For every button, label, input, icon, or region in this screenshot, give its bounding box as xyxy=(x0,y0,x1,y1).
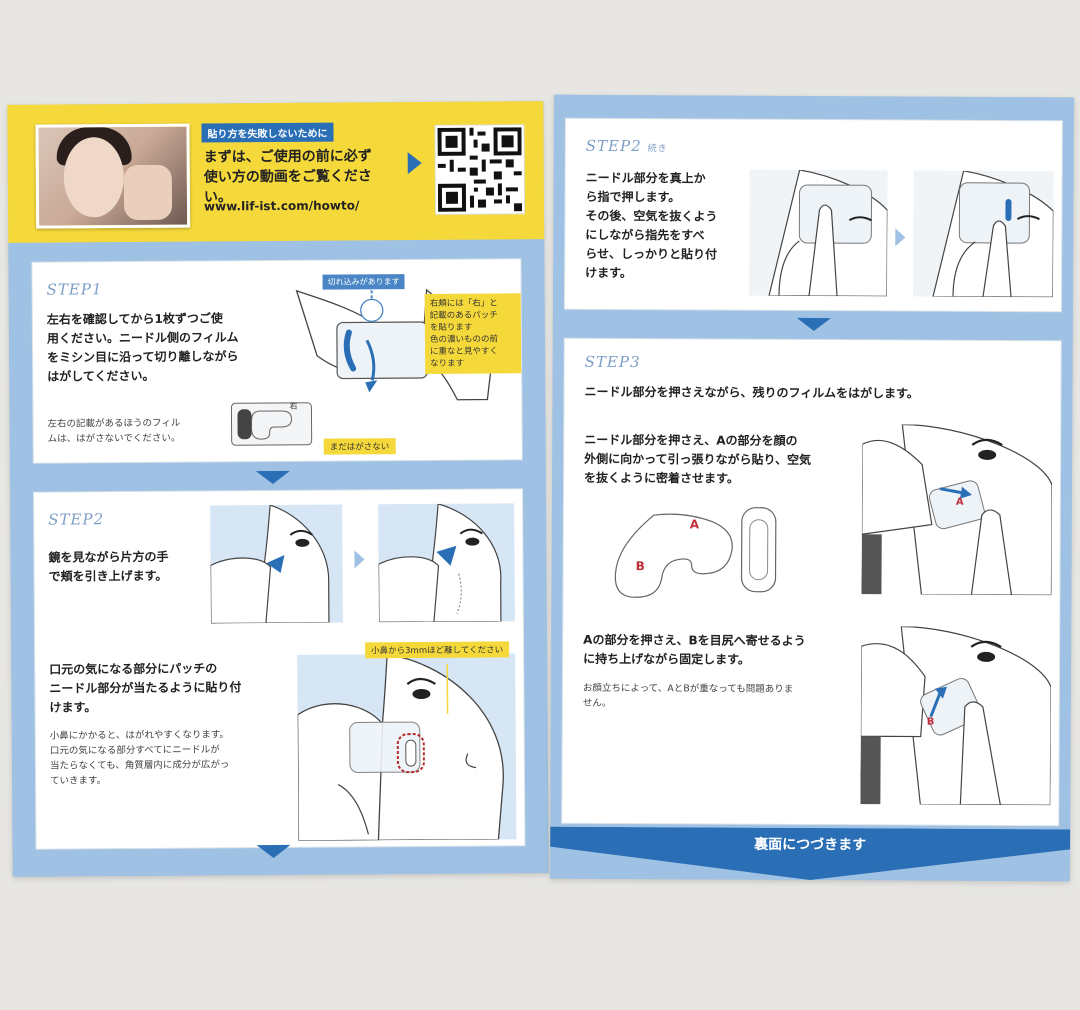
nose-distance-tag: 小鼻から3mmほど離してください xyxy=(365,641,510,659)
step3-pull-illustration: A xyxy=(861,424,1053,596)
banner-tag: 貼り方を失敗しないために xyxy=(201,122,334,143)
step2-press-illustration-1 xyxy=(749,169,888,297)
down-arrow-icon xyxy=(796,317,831,332)
step2-continued-body: ニードル部分を真上か ら指で押します。 その後、空気を抜くよう にしながら指先を… xyxy=(585,170,718,281)
step2-body: 鏡を見ながら片方の手 で頬を引き上げます。 xyxy=(48,549,169,584)
film-right-label: 右 xyxy=(289,401,298,411)
svg-text:A: A xyxy=(956,497,964,508)
step3-card: STEP3 ニードル部分を押さえながら、残りのフィルムをはがします。 ニードル部… xyxy=(562,338,1061,826)
step1-body: 左右を確認してから1枚ずつご使 用ください。ニードル側のフィルム をミシン目に沿… xyxy=(46,311,239,384)
step3-title: STEP3 xyxy=(584,352,641,372)
step3-para1: ニードル部分を押さえ、Aの部分を顔の 外側に向かって引っ張りながら貼り、空気 を… xyxy=(584,432,812,486)
step2-press-illustration-2 xyxy=(913,170,1054,298)
banner-photo xyxy=(35,123,191,229)
step3-para2: Aの部分を押さえ、Bを目尻へ寄せるよう に持ち上げながら固定します。 xyxy=(583,632,806,667)
cut-notch-tag: 切れ込みがあります xyxy=(322,274,405,290)
step2-patch-illustration xyxy=(297,653,517,841)
next-arrow-icon xyxy=(354,550,365,569)
step2-face-illustration-1 xyxy=(210,504,343,624)
step2-title: STEP2 xyxy=(48,510,105,529)
down-arrow-icon xyxy=(255,470,290,485)
arrow-right-icon xyxy=(407,151,422,175)
step2-card: STEP2 鏡を見ながら片方の手 で頬を引き上げます。 xyxy=(34,489,525,849)
step3-lift-illustration: B xyxy=(860,626,1052,806)
step1-note: 左右の記載があるほうのフィル ムは、はがさないでください。 xyxy=(47,417,181,445)
do-not-peel-tag: まだはがさない xyxy=(323,438,396,455)
step1-card: STEP1 左右を確認してから1枚ずつご使 用ください。ニードル側のフィルム を… xyxy=(32,259,522,463)
svg-text:B: B xyxy=(927,717,935,728)
video-banner: 貼り方を失敗しないために まずは、ご使用の前に必ず 使い方の動画をご覧ください。… xyxy=(7,101,545,243)
step2-note2: 小鼻にかかると、はがれやすくなります。 口元の気になる部分すべてにニードルが 当… xyxy=(49,729,230,787)
label-b: B xyxy=(635,559,645,574)
right-cheek-callout: 右頬には「右」と 記載のあるパッチ を貼ります 色の濃いものの前 に重なと見やす… xyxy=(424,293,522,374)
left-page: 貼り方を失敗しないために まずは、ご使用の前に必ず 使い方の動画をご覧ください。… xyxy=(7,101,549,877)
footer-band xyxy=(550,826,1071,882)
step3-intro: ニードル部分を押さえながら、残りのフィルムをはがします。 xyxy=(584,384,919,401)
continued-on-back-text: 裏面につづきます xyxy=(754,836,867,854)
banner-url[interactable]: www.lif-ist.com/howto/ xyxy=(203,198,360,214)
ab-patch-diagram: A B xyxy=(613,501,784,602)
step1-title: STEP1 xyxy=(46,280,103,299)
next-arrow-icon xyxy=(895,228,906,247)
step2-face-illustration-2 xyxy=(378,503,515,623)
label-a: A xyxy=(689,517,700,532)
step2-body2: 口元の気になる部分にパッチの ニードル部分が当たるように貼り付 けます。 xyxy=(49,661,242,715)
qr-code-icon[interactable] xyxy=(435,125,525,214)
step3-note: お顔立ちによって、AとBが重なっても問題ありま せん。 xyxy=(582,682,794,709)
film-diagram: 右 xyxy=(229,397,313,450)
down-arrow-icon xyxy=(256,844,291,859)
